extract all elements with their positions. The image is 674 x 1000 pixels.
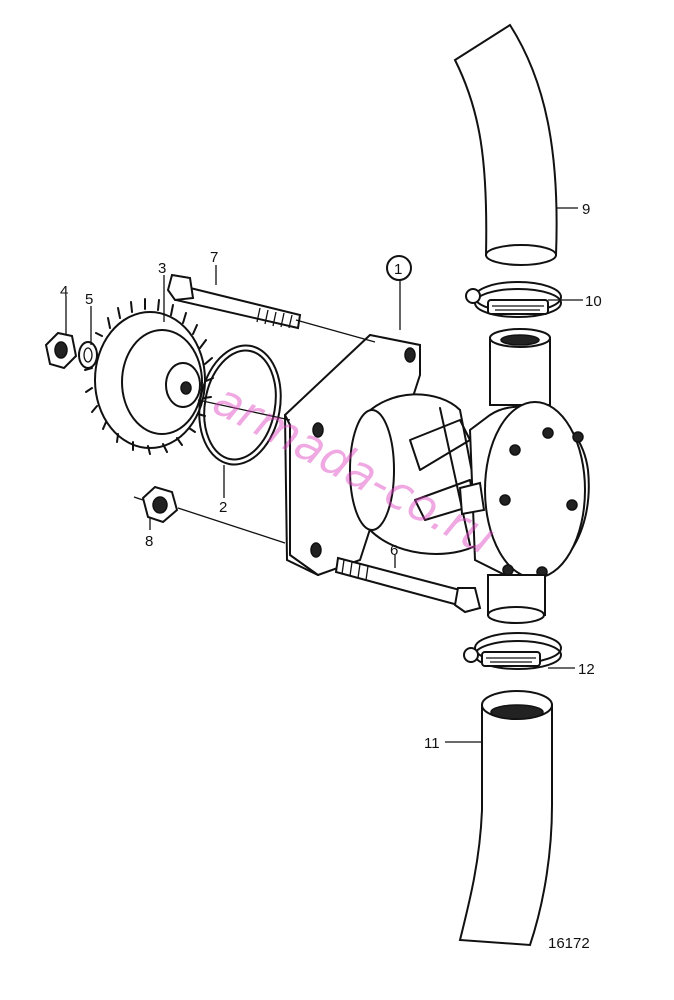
label-6: 6 <box>390 542 398 559</box>
pump-cover <box>458 401 590 582</box>
pump-body <box>349 393 487 555</box>
upper-hose <box>453 23 558 266</box>
label-10: 10 <box>585 293 602 310</box>
drawing-reference-number: 16172 <box>548 935 590 952</box>
bolt-lower <box>334 556 482 614</box>
bolt-upper <box>166 273 302 330</box>
lower-hose-clamp <box>463 632 562 670</box>
lower-hose <box>458 690 553 947</box>
upper-hose-clamp <box>465 281 562 318</box>
label-3: 3 <box>158 260 166 277</box>
upper-outlet-stub <box>489 328 551 406</box>
main-assembly-marker <box>386 255 412 281</box>
label-1: 1 <box>394 261 402 278</box>
drive-gear <box>84 298 214 455</box>
label-8: 8 <box>145 533 153 550</box>
label-9: 9 <box>582 201 590 218</box>
o-ring <box>198 344 282 466</box>
nut-upper <box>44 331 78 370</box>
label-4: 4 <box>60 283 68 300</box>
nut-lower <box>141 485 179 524</box>
label-5: 5 <box>85 291 93 308</box>
label-11: 11 <box>424 735 440 752</box>
label-2: 2 <box>219 499 227 516</box>
label-7: 7 <box>210 249 218 266</box>
washer <box>78 341 98 369</box>
leader-lines <box>65 207 583 743</box>
lower-outlet-stub <box>487 574 546 624</box>
label-12: 12 <box>578 661 595 678</box>
